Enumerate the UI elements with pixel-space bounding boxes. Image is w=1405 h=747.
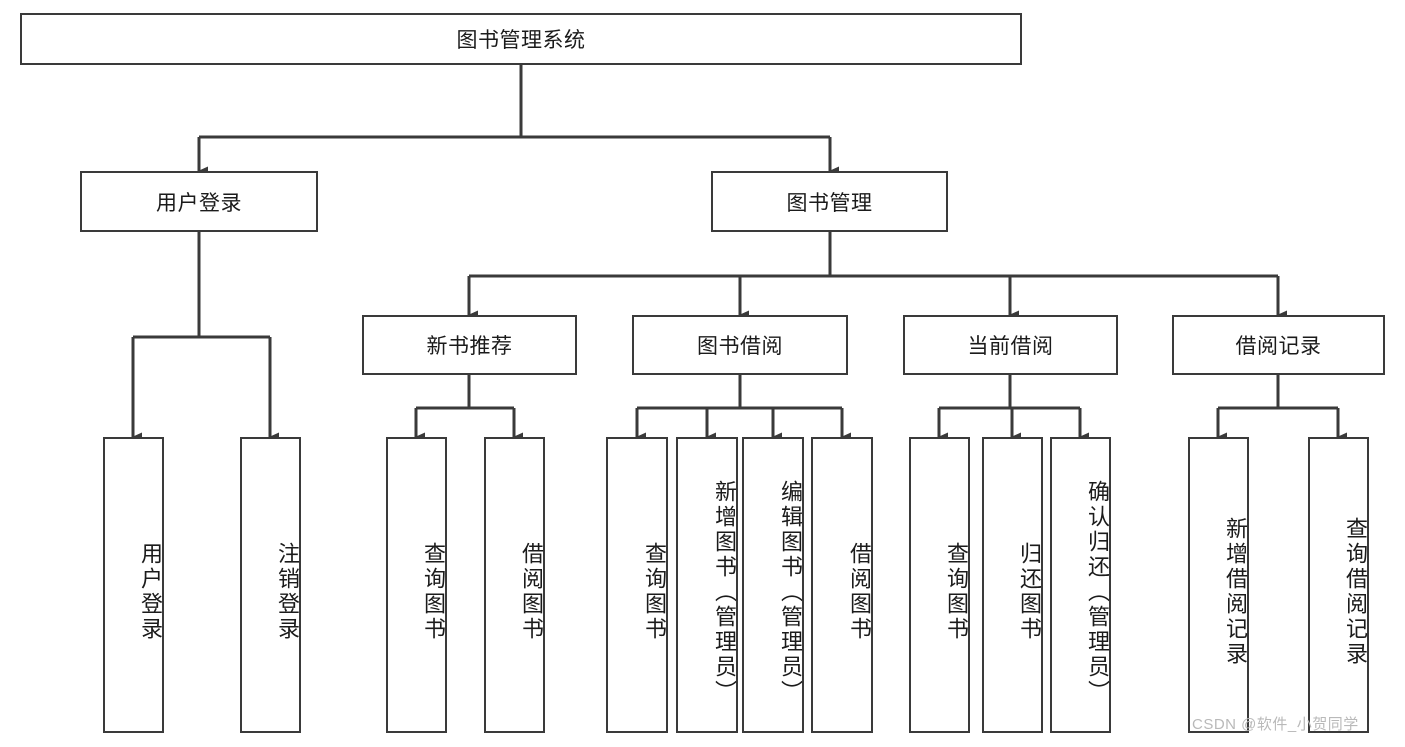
edges: [131, 65, 1347, 442]
node-leaf-2-label: 查询图书: [421, 542, 446, 642]
node-leaf-11[interactable]: 新增借阅记录: [1188, 437, 1249, 733]
node-leaf-6-label: 编辑图书（管理员）: [778, 479, 803, 705]
node-level3-0-label: 新书推荐: [426, 335, 513, 358]
node-leaf-5[interactable]: 新增图书（管理员）: [676, 437, 738, 733]
node-leaf-10-label: 确认归还（管理员）: [1085, 479, 1110, 705]
node-leaf-5-label: 新增图书（管理员）: [712, 479, 737, 705]
node-level3-3-label: 借阅记录: [1235, 335, 1322, 358]
node-level2-1[interactable]: 图书管理: [711, 171, 948, 232]
node-leaf-7-label: 借阅图书: [847, 542, 872, 642]
node-level3-1-label: 图书借阅: [697, 335, 783, 358]
node-leaf-1[interactable]: 注销登录: [240, 437, 301, 733]
node-level3-3[interactable]: 借阅记录: [1172, 315, 1385, 375]
node-leaf-2[interactable]: 查询图书: [386, 437, 447, 733]
node-level3-1[interactable]: 图书借阅: [632, 315, 848, 375]
node-leaf-8[interactable]: 查询图书: [909, 437, 970, 733]
node-level2-1-label: 图书管理: [786, 191, 873, 215]
node-leaf-11-label: 新增借阅记录: [1223, 517, 1248, 667]
node-level3-2-label: 当前借阅: [967, 335, 1054, 358]
node-leaf-10[interactable]: 确认归还（管理员）: [1050, 437, 1111, 733]
node-level2-0[interactable]: 用户登录: [80, 171, 318, 232]
node-root-title[interactable]: 图书管理系统: [20, 13, 1022, 65]
node-leaf-1-label: 注销登录: [275, 542, 300, 642]
node-level3-0[interactable]: 新书推荐: [362, 315, 577, 375]
node-leaf-7[interactable]: 借阅图书: [811, 437, 873, 733]
node-leaf-0-label: 用户登录: [138, 542, 163, 642]
node-leaf-3[interactable]: 借阅图书: [484, 437, 545, 733]
node-level3-2[interactable]: 当前借阅: [903, 315, 1118, 375]
node-leaf-12[interactable]: 查询借阅记录: [1308, 437, 1369, 733]
node-leaf-4-label: 查询图书: [642, 542, 667, 642]
watermark: CSDN @软件_小贺同学: [1192, 716, 1359, 733]
node-level2-0-label: 用户登录: [156, 191, 242, 215]
node-leaf-0[interactable]: 用户登录: [103, 437, 164, 733]
node-leaf-3-label: 借阅图书: [519, 542, 544, 642]
node-leaf-6[interactable]: 编辑图书（管理员）: [742, 437, 804, 733]
node-leaf-8-label: 查询图书: [944, 542, 969, 642]
node-leaf-12-label: 查询借阅记录: [1343, 517, 1368, 667]
node-root-title-label: 图书管理系统: [456, 29, 586, 52]
node-leaf-9-label: 归还图书: [1017, 542, 1042, 642]
node-leaf-9[interactable]: 归还图书: [982, 437, 1043, 733]
node-leaf-4[interactable]: 查询图书: [606, 437, 668, 733]
